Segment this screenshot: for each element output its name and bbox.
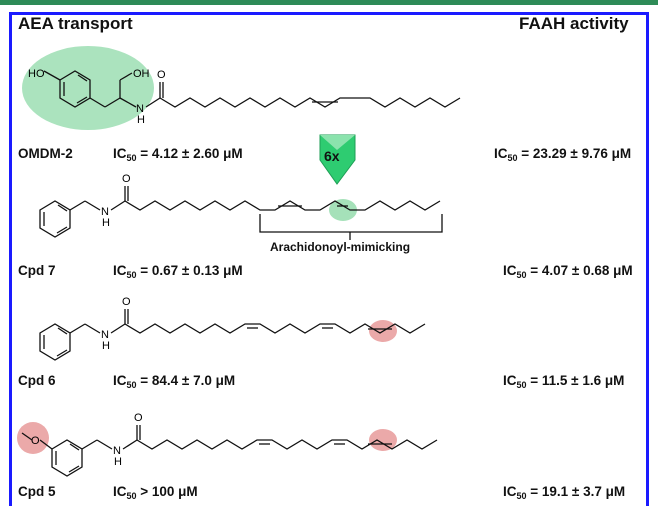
omdm2-n-label: N: [136, 103, 144, 115]
cpd5-o-methoxy-label: O: [31, 435, 40, 447]
cpd5-structure: [21, 425, 438, 477]
cpd5-h-label: H: [114, 456, 122, 468]
cpd6-o-label: O: [122, 296, 131, 308]
cpd6-n-label: N: [101, 329, 109, 341]
omdm2-o-label: O: [157, 69, 166, 81]
transport-ic50-cpd6: IC50 = 84.4 ± 7.0 μM: [113, 373, 236, 390]
fold-change-label: 6x: [324, 148, 340, 164]
arachidonoyl-mimicking-label: Arachidonoyl-mimicking: [270, 240, 411, 254]
cpd7-n-label: N: [101, 206, 109, 218]
omdm2-green-highlight: [22, 46, 154, 130]
faah-ic50-cpd6: IC50 = 11.5 ± 1.6 μM: [503, 373, 625, 390]
transport-ic50-cpd7: IC50 = 0.67 ± 0.13 μM: [113, 263, 243, 280]
compound-name-cpd6: Cpd 6: [18, 373, 56, 388]
omdm2-ho-label: HO: [28, 68, 45, 80]
transport-ic50-cpd5: IC50 > 100 μM: [113, 484, 198, 501]
figure-frame: [9, 12, 649, 506]
cpd7-green-highlight: [329, 199, 357, 221]
faah-ic50-cpd7: IC50 = 4.07 ± 0.68 μM: [503, 263, 633, 280]
cpd7-o-label: O: [122, 173, 131, 185]
omdm2-oh-label: OH: [133, 68, 150, 80]
top-accent-line: [0, 0, 658, 5]
cpd7-h-label: H: [102, 217, 110, 229]
cpd5-o-label: O: [134, 412, 143, 424]
omdm2-structure: [43, 70, 461, 108]
fold-arrow-notch: [320, 135, 355, 150]
cpd5-n-label: N: [113, 445, 121, 457]
faah-ic50-cpd5: IC50 = 19.1 ± 3.7 μM: [503, 484, 626, 501]
cpd7-structure: [39, 186, 443, 240]
header-faah-activity: FAAH activity: [519, 14, 629, 33]
faah-ic50-omdm2: IC50 = 23.29 ± 9.76 μM: [494, 146, 632, 163]
compound-name-omdm2: OMDM-2: [18, 146, 73, 161]
cpd6-structure: [39, 309, 426, 361]
cpd5-red-highlight-alkene: [369, 429, 397, 451]
omdm2-h-label: H: [137, 114, 145, 126]
cpd5-red-highlight-methoxy: [17, 422, 49, 454]
cpd6-h-label: H: [102, 340, 110, 352]
transport-ic50-omdm2: IC50 = 4.12 ± 2.60 μM: [113, 146, 243, 163]
header-aea-transport: AEA transport: [18, 14, 133, 33]
compound-name-cpd5: Cpd 5: [18, 484, 56, 499]
compound-name-cpd7: Cpd 7: [18, 263, 56, 278]
